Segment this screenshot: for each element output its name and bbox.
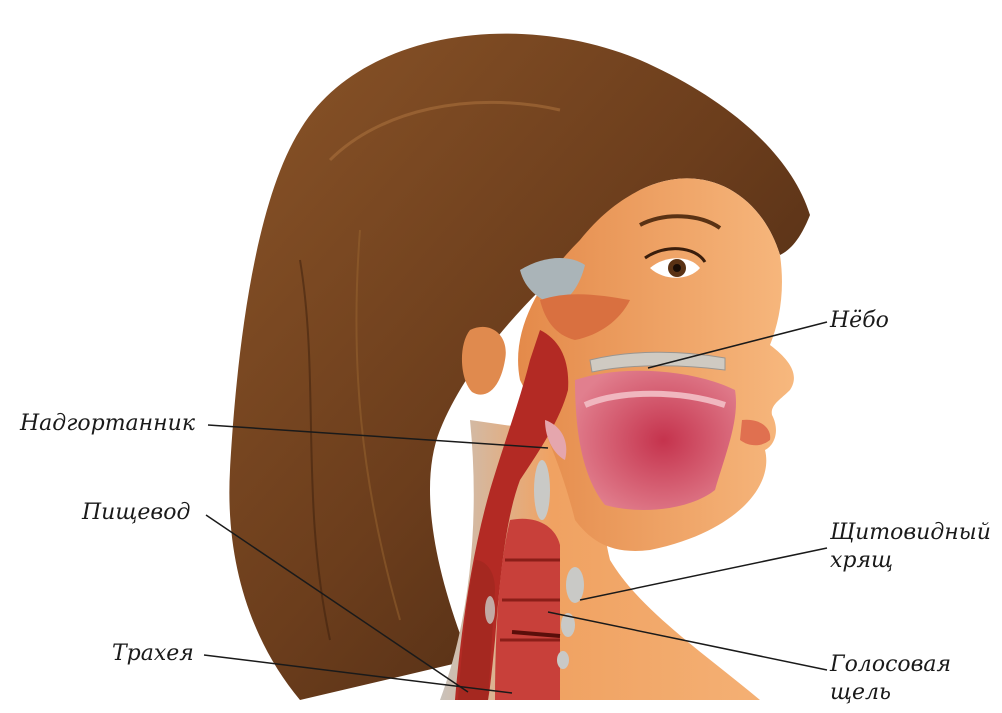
label-esophagus: Пищевод [82,500,190,526]
label-thyroid-cartilage-line1: Щитовидный [830,520,991,546]
label-palate: Нёбо [830,308,889,334]
label-glottis-line2: щель [830,680,891,706]
label-epiglottis: Надгортанник [20,411,195,437]
mouth-cavity [575,371,736,510]
label-thyroid-cartilage-line2: хрящ [830,548,893,574]
label-trachea: Трахея [112,641,194,667]
label-glottis-line1: Голосовая [830,652,951,678]
